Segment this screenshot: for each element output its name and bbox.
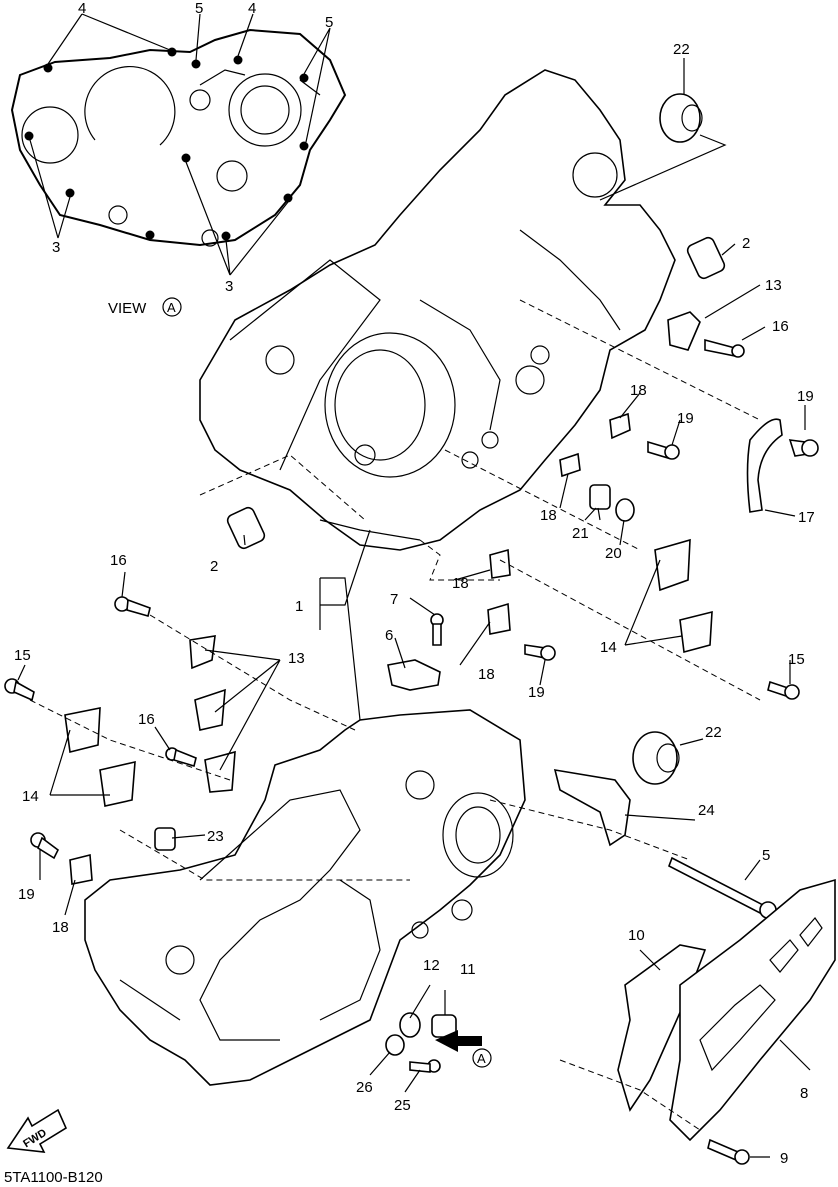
callout-3: 3 [52, 239, 60, 256]
collar-21 [589, 484, 611, 510]
guide-24 [553, 769, 631, 847]
bolt-hole-markers [24, 47, 309, 241]
callout-16: 16 [110, 552, 127, 569]
callout-13: 13 [288, 650, 305, 667]
bolt-16-mid [165, 747, 197, 768]
bolt-16-left [114, 596, 151, 617]
cover-8 [669, 878, 836, 1142]
callout-18: 18 [478, 666, 495, 683]
callout-15: 15 [14, 647, 31, 664]
bolt-16-upper [704, 338, 745, 358]
view-a-caption: VIEW A [108, 297, 182, 317]
callout-3: 3 [225, 278, 233, 295]
bracket-13-left-a [189, 635, 216, 670]
callout-2: 2 [210, 558, 218, 575]
plate-14-left-a [64, 707, 101, 753]
bolt-15-right [767, 680, 800, 700]
dowel-pin-22-upper [659, 93, 703, 143]
callout-1: 1 [295, 598, 303, 615]
callout-19: 19 [797, 388, 814, 405]
washer-20 [615, 498, 635, 522]
callout-13: 13 [765, 277, 782, 294]
callout-25: 25 [394, 1097, 411, 1114]
callout-6: 6 [385, 627, 393, 644]
callout-22: 22 [673, 41, 690, 58]
bolt-19-right [788, 439, 819, 457]
callout-9: 9 [780, 1150, 788, 1167]
callout-2: 2 [742, 235, 750, 252]
right-crankcase-half [84, 709, 526, 1086]
bolt-25 [409, 1059, 441, 1073]
callout-18: 18 [452, 575, 469, 592]
bolt-19-left [30, 832, 60, 860]
callout-4: 4 [78, 0, 86, 17]
view-a-arrow [435, 1030, 482, 1052]
bolt-7 [430, 613, 444, 646]
clip-18-d [487, 602, 511, 635]
collar-2-upper [686, 236, 726, 280]
callout-10: 10 [628, 927, 645, 944]
plate-14-right-b [679, 610, 713, 654]
clip-6 [387, 659, 441, 691]
diagram-code: 5TA1100-B120 [4, 1169, 103, 1186]
callout-8: 8 [800, 1085, 808, 1102]
callout-12: 12 [423, 957, 440, 974]
washer-26 [385, 1034, 405, 1056]
callout-11: 11 [460, 961, 476, 978]
callout-17: 17 [798, 509, 815, 526]
callout-19: 19 [18, 886, 35, 903]
callout-16: 16 [138, 711, 155, 728]
bolt-19-mid [647, 440, 680, 460]
collar-2-lower [226, 506, 266, 550]
callout-5: 5 [195, 0, 203, 17]
bolt-19-center [524, 644, 556, 661]
plate-14-left-b [99, 760, 136, 807]
leader-lines [17, 58, 811, 1158]
view-a-inset [10, 13, 347, 276]
bolt-9 [707, 1138, 750, 1165]
callout-26: 26 [356, 1079, 373, 1096]
callout-16: 16 [772, 318, 789, 335]
clip-18-b [559, 452, 581, 478]
bracket-13-left-b [194, 688, 226, 731]
bracket-13-upper [667, 311, 701, 351]
callout-18: 18 [540, 507, 557, 524]
fwd-arrow [6, 1108, 68, 1153]
washer-12 [399, 1012, 421, 1038]
view-letter: A [167, 300, 176, 315]
arrow-letter: A [477, 1051, 486, 1066]
plate-14-right-a [654, 538, 691, 592]
callout-24: 24 [698, 802, 715, 819]
callout-labels: 4 5 4 5 3 3 22 2 13 16 19 18 19 17 18 21… [14, 0, 815, 1167]
callout-15: 15 [788, 651, 805, 668]
callout-5: 5 [762, 847, 770, 864]
long-bolt-5 [668, 856, 777, 919]
callout-23: 23 [207, 828, 224, 845]
arrow-a-marker: A [472, 1048, 492, 1068]
callout-5: 5 [325, 14, 333, 31]
callout-14: 14 [22, 788, 39, 805]
callout-21: 21 [572, 525, 589, 542]
inset-leader-lines [29, 13, 331, 276]
callout-7: 7 [390, 591, 398, 608]
callout-19: 19 [528, 684, 545, 701]
callout-22: 22 [705, 724, 722, 741]
clip-18-e [69, 853, 93, 885]
callout-18: 18 [52, 919, 69, 936]
exploded-view-alignment-lines [29, 299, 761, 1131]
dowel-pin-22-lower [632, 731, 680, 785]
bolt-15-left [4, 678, 35, 702]
clamp-17 [746, 418, 783, 513]
clip-18-c [489, 548, 511, 579]
left-crankcase-half [199, 69, 676, 551]
view-text: VIEW [108, 300, 147, 317]
callout-18: 18 [630, 382, 647, 399]
callout-14: 14 [600, 639, 617, 656]
callout-20: 20 [605, 545, 622, 562]
callout-19: 19 [677, 410, 694, 427]
plug-23 [154, 827, 176, 851]
bracket-13-left-c [204, 750, 236, 793]
callout-4: 4 [248, 0, 256, 17]
